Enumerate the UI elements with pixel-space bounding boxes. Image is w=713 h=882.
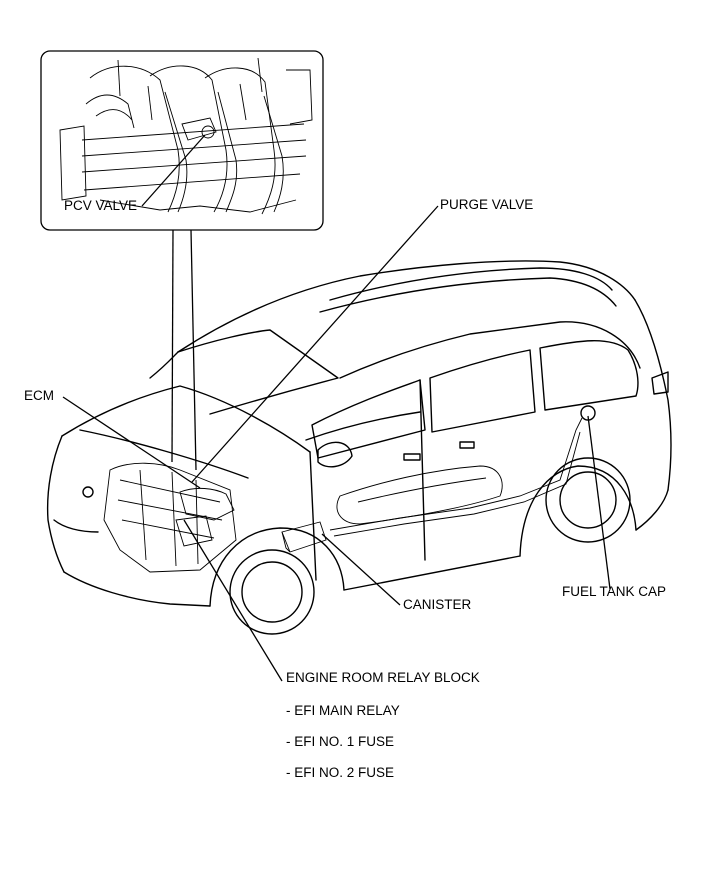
fuel-tank-cap-label: FUEL TANK CAP (562, 584, 667, 599)
leader-lines (62, 205, 611, 682)
purge-valve-label: PURGE VALVE (440, 197, 534, 212)
minivan-illustration (46, 260, 672, 635)
relay-block-item: - EFI NO. 1 FUSE (286, 734, 395, 749)
pcv-valve-label: PCV VALVE (64, 198, 138, 213)
engine-room-relay-block-label: ENGINE ROOM RELAY BLOCK (286, 670, 480, 685)
relay-block-item: - EFI NO. 2 FUSE (286, 765, 395, 780)
canister-label: CANISTER (403, 597, 472, 612)
ecm-label: ECM (24, 388, 54, 403)
intake-manifold-inset (40, 50, 324, 231)
relay-block-item: - EFI MAIN RELAY (286, 703, 400, 718)
